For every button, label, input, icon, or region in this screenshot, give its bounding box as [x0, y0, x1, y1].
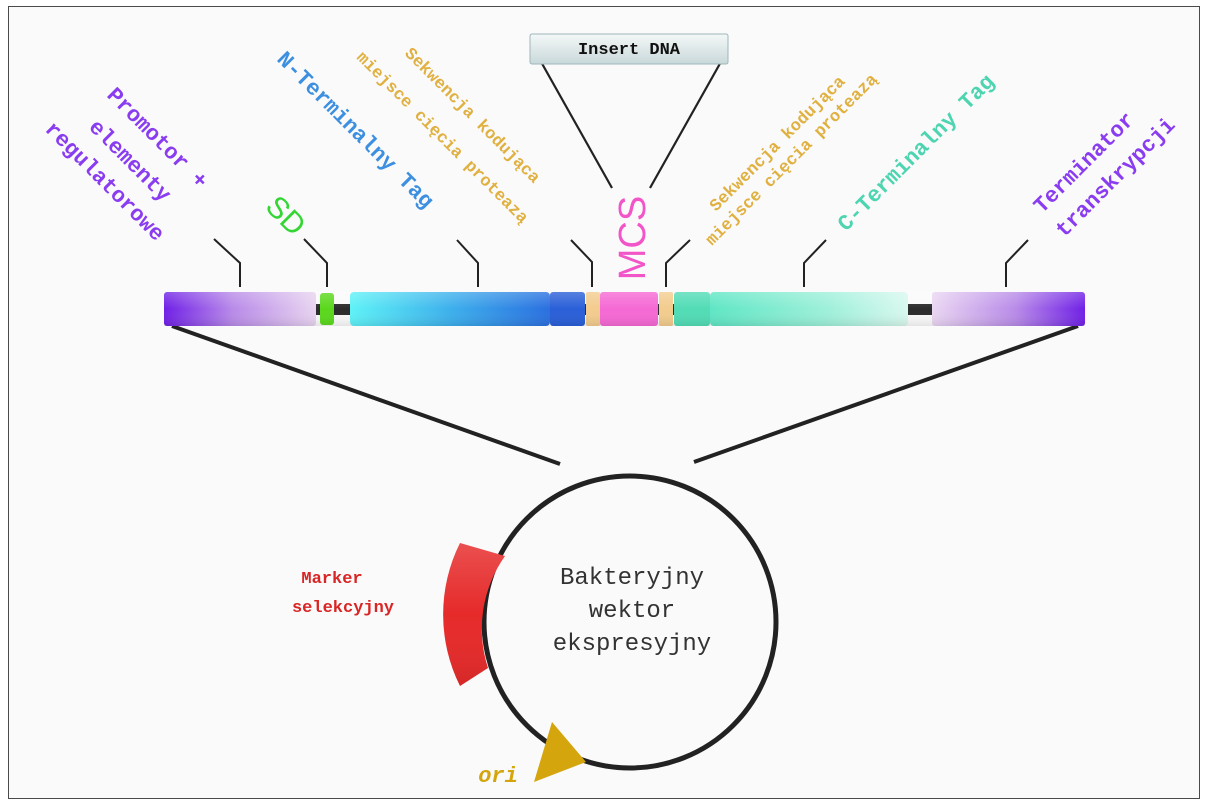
marker-label-line1: Marker	[301, 570, 362, 589]
construct-bar	[164, 292, 1085, 326]
vector-label-line2: wektor	[589, 598, 675, 625]
marker-label-line2: selekcyjny	[292, 599, 394, 618]
leader-lines	[213, 238, 1029, 287]
construct-shading	[164, 292, 1085, 326]
vector-label-line1: Bakteryjny	[560, 565, 704, 592]
sd-label: SD	[259, 190, 312, 243]
protease1-leader	[570, 239, 593, 287]
insert-dna-box	[529, 33, 729, 65]
ori-label: ori	[478, 764, 518, 789]
n-tag-leader	[456, 239, 479, 287]
terminator-label: Terminator transkrypcji	[1029, 108, 1181, 243]
n-tag-label: N-Terminalny Tag	[271, 47, 438, 214]
protease2-label-line1: Sekwencja kodująca	[707, 73, 850, 216]
sd-leader	[303, 238, 328, 287]
selection-marker-shading	[443, 543, 505, 686]
protease2-leader	[665, 239, 691, 287]
terminator-leader	[1005, 239, 1029, 287]
ori-arrow	[534, 722, 586, 782]
promoter-leader	[213, 238, 241, 287]
c-tag-leader	[803, 239, 827, 287]
left-connector-line	[171, 324, 561, 466]
vector-label-line3: ekspresyjny	[553, 631, 711, 658]
protease1-label: Sekwencja kodująca miejsce cięcia protea…	[352, 45, 543, 228]
right-connector-line	[693, 324, 1079, 464]
insert-dna-label: Insert DNA	[578, 41, 681, 60]
mcs-label: MCS	[612, 196, 654, 280]
plasmid-circle	[481, 473, 779, 771]
promoter-label: Promotor + elementy regulatorowe	[39, 83, 212, 247]
insert-right-line	[649, 59, 723, 189]
insert-left-line	[539, 59, 613, 189]
